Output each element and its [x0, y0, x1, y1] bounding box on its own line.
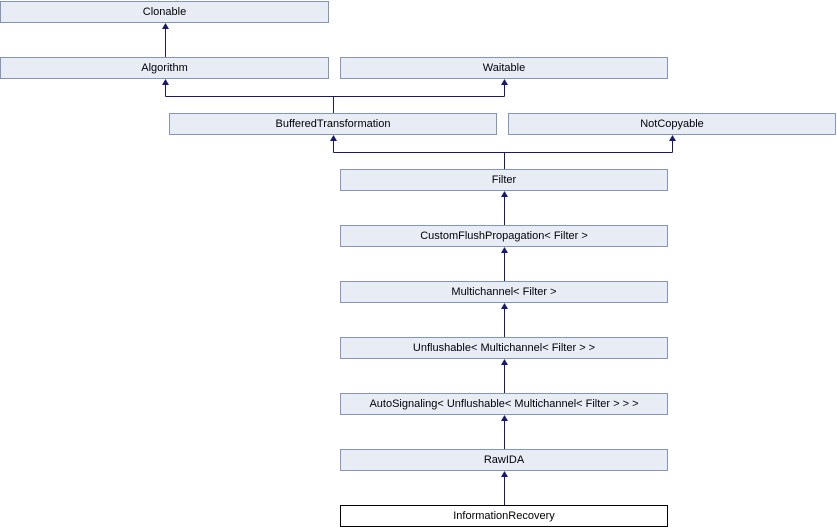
inheritance-arrow-multichannel — [501, 247, 508, 281]
inheritance-arrow-customflushpropagation — [501, 191, 508, 225]
class-label: InformationRecovery — [453, 510, 555, 522]
class-label: CustomFlushPropagation< Filter > — [420, 230, 588, 242]
inheritance-arrow-bufferedtransformation — [162, 79, 508, 113]
class-label: Multichannel< Filter > — [451, 286, 557, 298]
class-label: BufferedTransformation — [275, 118, 391, 130]
class-label: RawIDA — [483, 454, 525, 466]
class-box-waitable[interactable]: Waitable — [340, 57, 668, 79]
inheritance-arrow-rawida — [501, 415, 508, 449]
class-label: Unflushable< Multichannel< Filter > > — [412, 342, 596, 354]
inheritance-arrow-filter — [330, 135, 676, 169]
class-label: Clonable — [142, 6, 187, 18]
inheritance-arrow-unflushable — [501, 303, 508, 337]
class-box-informationrecovery: InformationRecovery — [340, 505, 668, 527]
class-box-filter[interactable]: Filter — [340, 169, 668, 191]
class-label: Waitable — [482, 62, 526, 74]
class-box-algorithm[interactable]: Algorithm — [0, 57, 329, 79]
class-box-rawida[interactable]: RawIDA — [340, 449, 668, 471]
inheritance-arrow-informationrecovery — [501, 471, 508, 505]
class-label: Algorithm — [141, 62, 188, 74]
class-box-notcopyable[interactable]: NotCopyable — [508, 113, 836, 135]
class-box-autosignaling[interactable]: AutoSignaling< Unflushable< Multichannel… — [340, 393, 668, 415]
class-box-customflushpropagation[interactable]: CustomFlushPropagation< Filter > — [340, 225, 668, 247]
inheritance-arrow-algorithm — [162, 23, 169, 57]
class-box-clonable[interactable]: Clonable — [0, 1, 329, 23]
class-box-unflushable[interactable]: Unflushable< Multichannel< Filter > > — [340, 337, 668, 359]
class-box-bufferedtransformation[interactable]: BufferedTransformation — [169, 113, 497, 135]
class-box-multichannel[interactable]: Multichannel< Filter > — [340, 281, 668, 303]
class-label: AutoSignaling< Unflushable< Multichannel… — [369, 398, 639, 410]
inheritance-arrow-autosignaling — [501, 359, 508, 393]
class-label: Filter — [491, 174, 517, 186]
class-label: NotCopyable — [640, 118, 704, 130]
